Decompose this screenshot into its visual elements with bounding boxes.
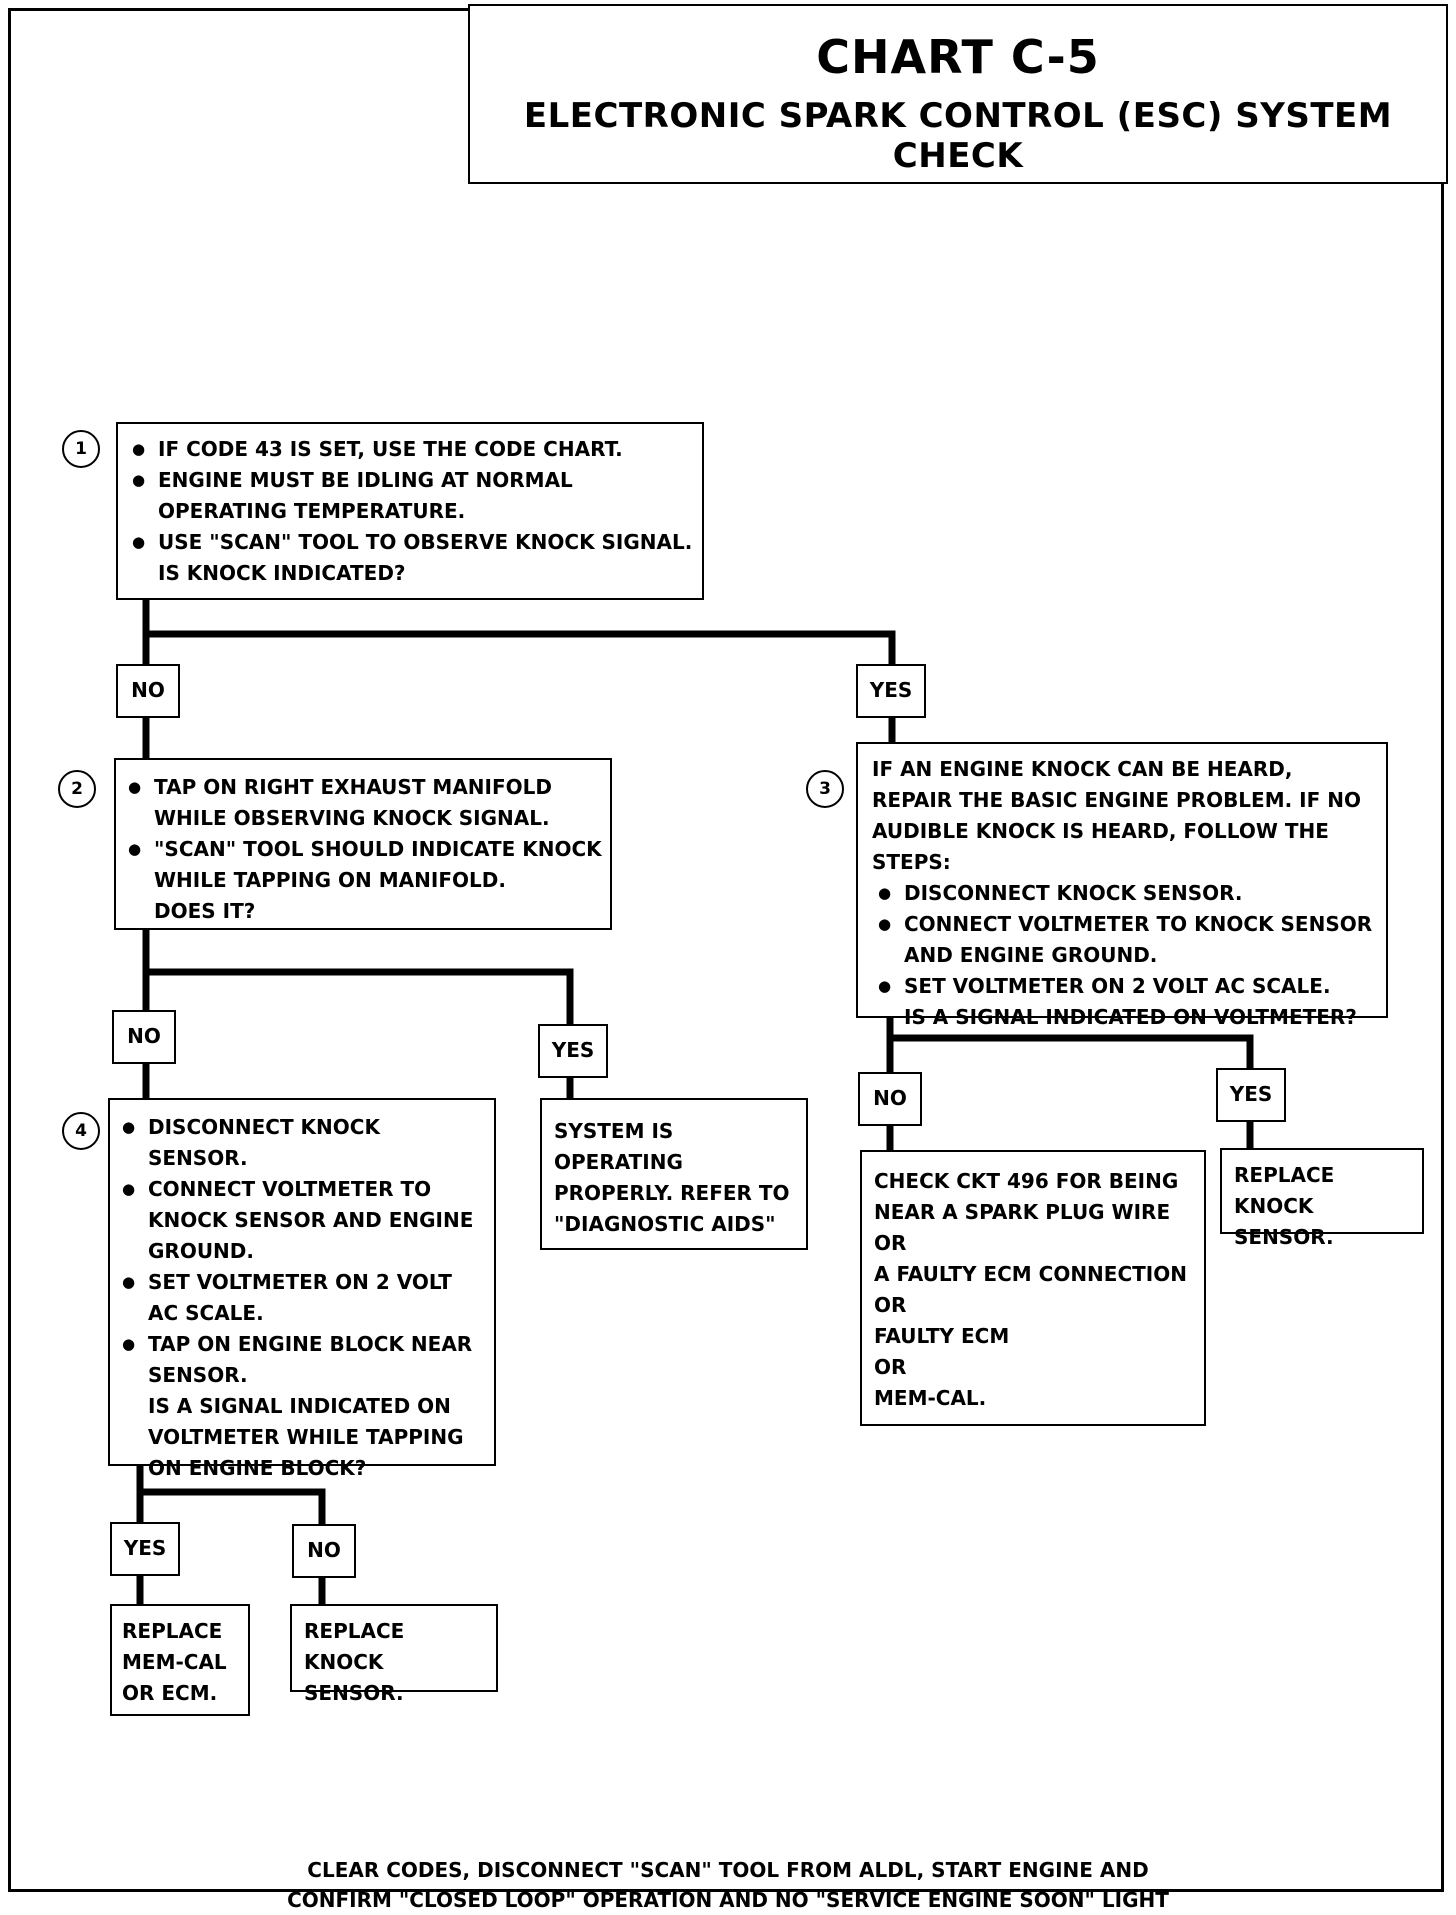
yes-label-step1: YES bbox=[856, 664, 926, 718]
step1-bullet: USE "SCAN" TOOL TO OBSERVE KNOCK SIGNAL. bbox=[126, 527, 694, 558]
no-label-step2: NO bbox=[112, 1010, 176, 1064]
yes-label-step3: YES bbox=[1216, 1068, 1286, 1122]
step1-bullet: ENGINE MUST BE IDLING AT NORMAL OPERATIN… bbox=[126, 465, 694, 527]
connector-box4-no bbox=[140, 1488, 326, 1526]
check-ckt-line: A FAULTY ECM CONNECTION bbox=[874, 1262, 1187, 1286]
replace-knock-sensor-text-step4: REPLACE KNOCK SENSOR. bbox=[304, 1619, 405, 1705]
step3-bullet: SET VOLTMETER ON 2 VOLT AC SCALE. bbox=[872, 971, 1376, 1002]
no-label-step3: NO bbox=[858, 1072, 922, 1126]
step2-question: DOES IT? bbox=[154, 899, 256, 923]
connector-box2-yes bbox=[146, 968, 574, 1026]
step-marker-1: 1 bbox=[62, 430, 100, 468]
no-label-step4: NO bbox=[292, 1524, 356, 1578]
step3-question: IS A SIGNAL INDICATED ON VOLTMETER? bbox=[904, 1005, 1357, 1029]
footer-instructions: CLEAR CODES, DISCONNECT "SCAN" TOOL FROM… bbox=[0, 1855, 1456, 1915]
check-ckt-line: OR bbox=[874, 1231, 907, 1255]
yes-label-step4: YES bbox=[110, 1522, 180, 1576]
footer-line: CLEAR CODES, DISCONNECT "SCAN" TOOL FROM… bbox=[307, 1858, 1149, 1882]
replace-knock-sensor-text: REPLACE KNOCK SENSOR. bbox=[1234, 1163, 1335, 1249]
step4-question: IS A SIGNAL INDICATED ON VOLTMETER WHILE… bbox=[148, 1394, 464, 1480]
step4-bullet: SET VOLTMETER ON 2 VOLT AC SCALE. bbox=[116, 1267, 486, 1329]
step2-bullet: "SCAN" TOOL SHOULD INDICATE KNOCK WHILE … bbox=[122, 834, 602, 896]
step4-box: DISCONNECT KNOCK SENSOR. CONNECT VOLTMET… bbox=[108, 1098, 496, 1480]
step3-bullet: CONNECT VOLTMETER TO KNOCK SENSOR AND EN… bbox=[872, 909, 1376, 971]
replace-memcal-result: REPLACE MEM-CAL OR ECM. bbox=[110, 1604, 250, 1716]
yes-label-step2: YES bbox=[538, 1024, 608, 1078]
chart-title-box: CHART C-5 ELECTRONIC SPARK CONTROL (ESC)… bbox=[468, 4, 1448, 184]
replace-memcal-text: REPLACE MEM-CAL OR ECM. bbox=[122, 1619, 227, 1705]
check-ckt-line: FAULTY ECM bbox=[874, 1324, 1010, 1348]
system-ok-text: SYSTEM IS OPERATING PROPERLY. REFER TO "… bbox=[554, 1119, 790, 1236]
step-marker-3: 3 bbox=[806, 770, 844, 808]
step-marker-4: 4 bbox=[62, 1112, 100, 1150]
step4-bullet: TAP ON ENGINE BLOCK NEAR SENSOR. bbox=[116, 1329, 486, 1391]
replace-knock-sensor-result: REPLACE KNOCK SENSOR. bbox=[1220, 1148, 1424, 1249]
step1-bullet: IF CODE 43 IS SET, USE THE CODE CHART. bbox=[126, 434, 694, 465]
connector-box1-yes bbox=[146, 630, 896, 666]
step2-box: TAP ON RIGHT EXHAUST MANIFOLD WHILE OBSE… bbox=[114, 758, 612, 930]
check-ckt-line: OR bbox=[874, 1355, 907, 1379]
step-marker-2: 2 bbox=[58, 770, 96, 808]
system-ok-result: SYSTEM IS OPERATING PROPERLY. REFER TO "… bbox=[540, 1098, 808, 1250]
check-ckt-line: OR bbox=[874, 1293, 907, 1317]
chart-subtitle: ELECTRONIC SPARK CONTROL (ESC) SYSTEM CH… bbox=[523, 96, 1393, 176]
replace-knock-sensor-result-step4: REPLACE KNOCK SENSOR. bbox=[290, 1604, 498, 1705]
step4-bullet: DISCONNECT KNOCK SENSOR. bbox=[116, 1112, 486, 1174]
no-label-step1: NO bbox=[116, 664, 180, 718]
step3-intro: IF AN ENGINE KNOCK CAN BE HEARD, REPAIR … bbox=[872, 757, 1361, 874]
connector-box3-yes bbox=[890, 1034, 1254, 1070]
step4-bullet: CONNECT VOLTMETER TO KNOCK SENSOR AND EN… bbox=[116, 1174, 486, 1267]
step1-box: IF CODE 43 IS SET, USE THE CODE CHART. E… bbox=[116, 422, 704, 600]
step3-bullet: DISCONNECT KNOCK SENSOR. bbox=[872, 878, 1376, 909]
step3-box: IF AN ENGINE KNOCK CAN BE HEARD, REPAIR … bbox=[856, 742, 1388, 1029]
footer-line: CONFIRM "CLOSED LOOP" OPERATION AND NO "… bbox=[287, 1888, 1169, 1912]
step1-question: IS KNOCK INDICATED? bbox=[158, 561, 406, 585]
chart-title: CHART C-5 bbox=[816, 30, 1100, 84]
check-ckt-line: CHECK CKT 496 FOR BEING NEAR A SPARK PLU… bbox=[874, 1169, 1179, 1224]
check-ckt-line: MEM-CAL. bbox=[874, 1386, 987, 1410]
check-ckt-result: CHECK CKT 496 FOR BEING NEAR A SPARK PLU… bbox=[860, 1150, 1206, 1426]
step2-bullet: TAP ON RIGHT EXHAUST MANIFOLD WHILE OBSE… bbox=[122, 772, 602, 834]
